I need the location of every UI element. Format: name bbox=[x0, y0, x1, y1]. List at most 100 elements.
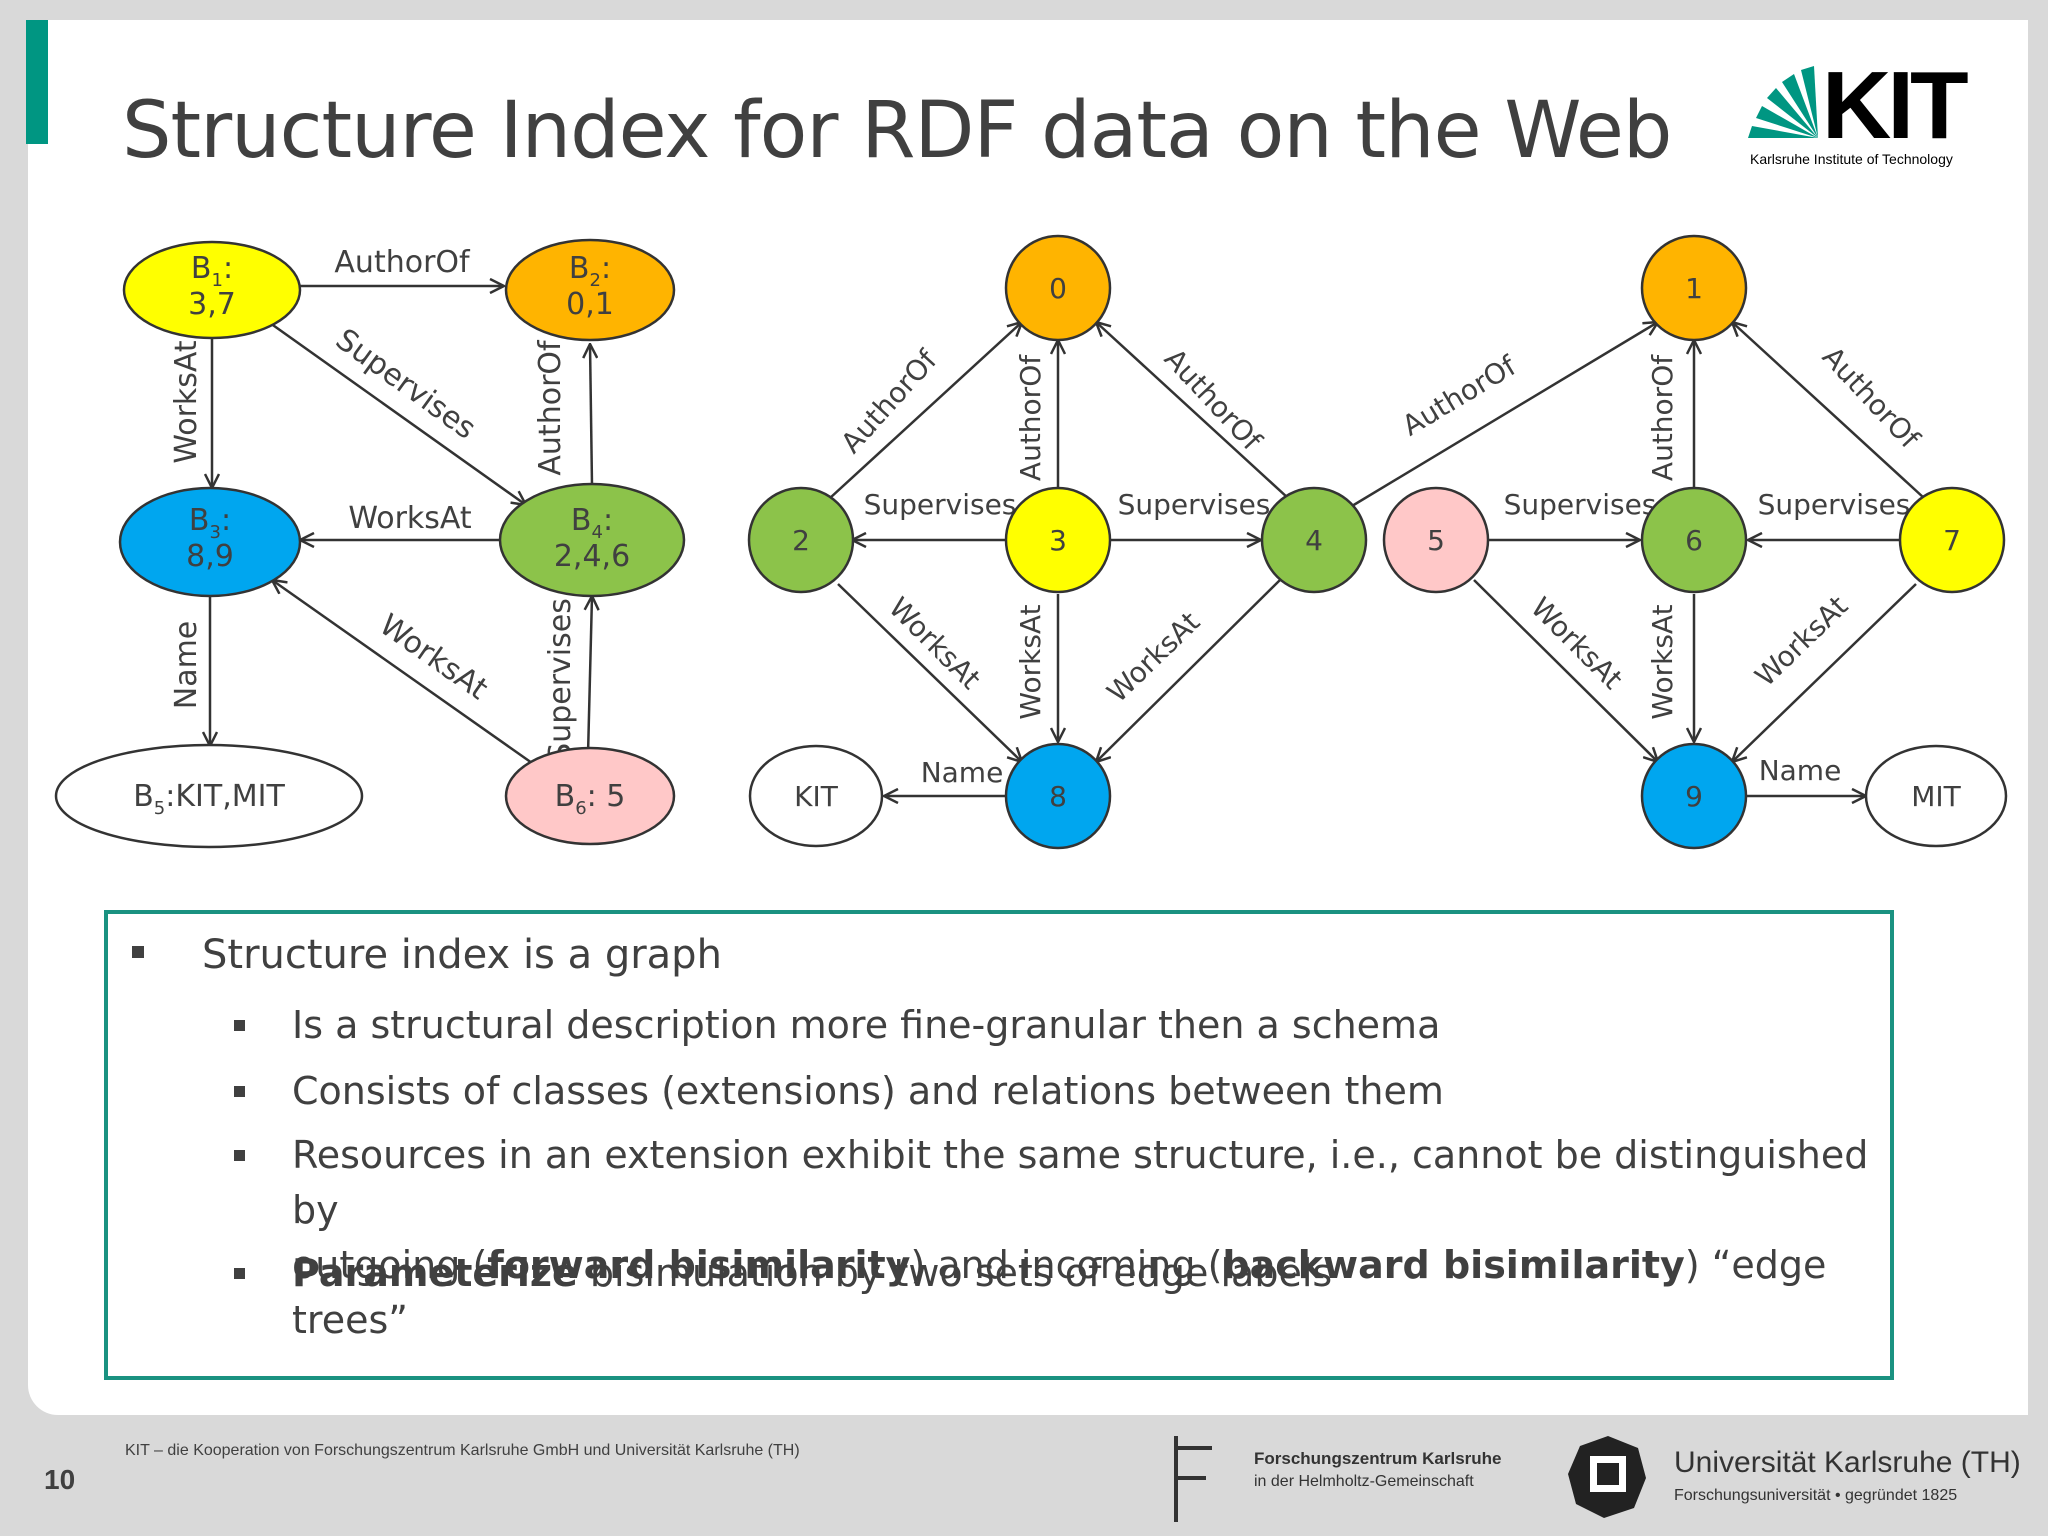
bullet-sub2: Consists of classes (extensions) and rel… bbox=[292, 1069, 1444, 1113]
edge-label-worksat: WorksAt bbox=[1749, 589, 1855, 693]
accent-bar bbox=[26, 20, 48, 144]
data-node-kit-label: KIT bbox=[794, 780, 839, 813]
bullet-sub3-bold-backward: backward bisimilarity bbox=[1222, 1243, 1685, 1287]
data-node-0 bbox=[1004, 234, 1112, 342]
edge-label-supervises: Supervises bbox=[329, 322, 482, 447]
edge-label-authorof: AuthorOf bbox=[1397, 349, 1523, 443]
edge-label-supervises: Supervises bbox=[1118, 488, 1271, 521]
data-node-5-label: 5 bbox=[1427, 524, 1445, 557]
bullet-sub3-text: ) “edge trees” bbox=[292, 1243, 1827, 1342]
edge-7-9 bbox=[1732, 583, 1917, 762]
data-node-6-label: 6 bbox=[1685, 524, 1703, 557]
kit-logo-subtitle: Karlsruhe Institute of Technology bbox=[1750, 151, 1953, 167]
bullet-sub3: Resources in an extension exhibit the sa… bbox=[292, 1128, 1892, 1348]
page-number: 10 bbox=[44, 1464, 76, 1495]
data-node-4 bbox=[1260, 486, 1368, 594]
edge-label-authorof: AuthorOf bbox=[1816, 340, 1927, 456]
edge-4-1 bbox=[1351, 322, 1658, 508]
graph-diagram: AuthorOf WorksAt Supervises AuthorOf Wor… bbox=[54, 234, 2008, 850]
index-node-b5 bbox=[54, 743, 364, 849]
fzk-line2: in der Helmholtz-Gemeinschaft bbox=[1254, 1473, 1474, 1490]
index-node-b4-values: 2,4,6 bbox=[554, 539, 630, 574]
index-node-b2-label: B2: bbox=[569, 251, 611, 291]
data-node-3 bbox=[1004, 486, 1112, 594]
data-node-9-label: 9 bbox=[1685, 780, 1703, 813]
bullet-square-icon bbox=[234, 1020, 245, 1031]
kit-logo: KIT Karlsruhe Institute of Technology bbox=[1748, 56, 1972, 167]
fzk-line1: Forschungszentrum Karlsruhe bbox=[1254, 1449, 1502, 1468]
index-node-b2-values: 0,1 bbox=[566, 287, 614, 322]
data-node-0-label: 0 bbox=[1049, 272, 1067, 305]
data-node-8-label: 8 bbox=[1049, 780, 1067, 813]
edge-label-authorof: AuthorOf bbox=[1646, 354, 1679, 481]
bullet-square-icon bbox=[234, 1268, 245, 1279]
edge-label-supervises: Supervises bbox=[543, 598, 578, 762]
data-node-6 bbox=[1640, 486, 1748, 594]
edge-b6-b3 bbox=[272, 580, 533, 765]
data-node-mit-label: MIT bbox=[1911, 780, 1961, 813]
bullet-sub3-line2: outgoing (forward bisimilarity) and inco… bbox=[292, 1238, 1892, 1348]
data-node-2-label: 2 bbox=[792, 524, 810, 557]
uka-line2: Forschungsuniversität • gegründet 1825 bbox=[1674, 1487, 1957, 1504]
index-node-b3-label: B3: bbox=[189, 503, 231, 543]
edge-label-worksat: WorksAt bbox=[1646, 604, 1679, 719]
data-node-8 bbox=[1004, 742, 1112, 850]
page-title: Structure Index for RDF data on the Web bbox=[122, 86, 1672, 176]
edge-2-8 bbox=[837, 583, 1022, 762]
edge-7-1 bbox=[1732, 322, 1925, 499]
edge-label-authorof: AuthorOf bbox=[1158, 342, 1269, 458]
index-node-b1-label: B1: bbox=[191, 251, 233, 291]
edge-label-name: Name bbox=[169, 621, 204, 710]
index-node-b1 bbox=[122, 240, 302, 340]
edge-5-9 bbox=[1473, 579, 1658, 762]
index-node-b6-label: B6: 5 bbox=[555, 779, 626, 819]
bullet-sub1: Is a structural description more fine-gr… bbox=[292, 1003, 1441, 1047]
bullet-sub4: Parameterize bisimulation by two sets of… bbox=[292, 1246, 1332, 1301]
bullet-sub3-line1: Resources in an extension exhibit the sa… bbox=[292, 1133, 1869, 1232]
edge-label-worksat: WorksAt bbox=[169, 340, 204, 464]
bullet-square-icon bbox=[234, 1150, 245, 1161]
edge-label-worksat: WorksAt bbox=[348, 501, 472, 536]
index-node-b3-values: 8,9 bbox=[186, 539, 234, 574]
data-node-5 bbox=[1382, 486, 1490, 594]
index-node-b2 bbox=[504, 238, 676, 342]
edge-label-worksat: WorksAt bbox=[373, 608, 494, 708]
edge-b6-b4 bbox=[588, 596, 592, 756]
footer-text: KIT – die Kooperation von Forschungszent… bbox=[125, 1442, 800, 1459]
bullet-box: Structure index is a graph Is a structur… bbox=[104, 910, 1894, 1380]
data-node-1-label: 1 bbox=[1685, 272, 1703, 305]
data-node-kit bbox=[748, 744, 884, 848]
edge-label-authorof: AuthorOf bbox=[533, 339, 568, 476]
kit-logo-fan-icon bbox=[1748, 66, 1818, 138]
bullet-square-icon bbox=[234, 1086, 245, 1097]
fzk-f-icon bbox=[1174, 1436, 1212, 1522]
bullet-main: Structure index is a graph bbox=[202, 932, 722, 978]
index-node-b5-label: B5:KIT,MIT bbox=[133, 779, 285, 819]
uka-line1: Universität Karlsruhe (TH) bbox=[1674, 1446, 2021, 1479]
data-node-2 bbox=[747, 486, 855, 594]
bullet-square-icon bbox=[132, 946, 144, 958]
edge-label-name: Name bbox=[1759, 754, 1842, 787]
data-node-7-label: 7 bbox=[1943, 524, 1961, 557]
edge-4-0 bbox=[1096, 322, 1289, 499]
bullet-sub3-text: ) and incoming ( bbox=[910, 1243, 1223, 1287]
index-node-b4 bbox=[498, 482, 686, 598]
bullet-sub3-bold-forward: forward bisimilarity bbox=[487, 1243, 911, 1287]
index-node-b4-label: B4: bbox=[571, 503, 613, 543]
data-node-4-label: 4 bbox=[1305, 524, 1323, 557]
edge-2-0 bbox=[829, 322, 1022, 499]
uka-logo: Universität Karlsruhe (TH) Forschungsuni… bbox=[1568, 1436, 2021, 1518]
bullet-sub3-text: outgoing ( bbox=[292, 1243, 488, 1287]
edge-4-8 bbox=[1096, 579, 1281, 762]
edge-label-supervises: Supervises bbox=[1504, 488, 1657, 521]
index-node-b6 bbox=[504, 746, 676, 846]
edge-label-worksat: WorksAt bbox=[1014, 604, 1047, 719]
uka-emblem-icon bbox=[1568, 1436, 1646, 1518]
edge-b1-b4 bbox=[269, 321, 526, 505]
fzk-logo: Forschungszentrum Karlsruhe in der Helmh… bbox=[1174, 1436, 1502, 1522]
bullet-sub4-text: bisimulation by two sets of edge labels bbox=[577, 1251, 1333, 1295]
index-node-b3 bbox=[118, 486, 302, 598]
bullet-sub4-bold: Parameterize bbox=[292, 1251, 578, 1295]
index-node-b1-values: 3,7 bbox=[188, 287, 236, 322]
data-node-1 bbox=[1640, 234, 1748, 342]
